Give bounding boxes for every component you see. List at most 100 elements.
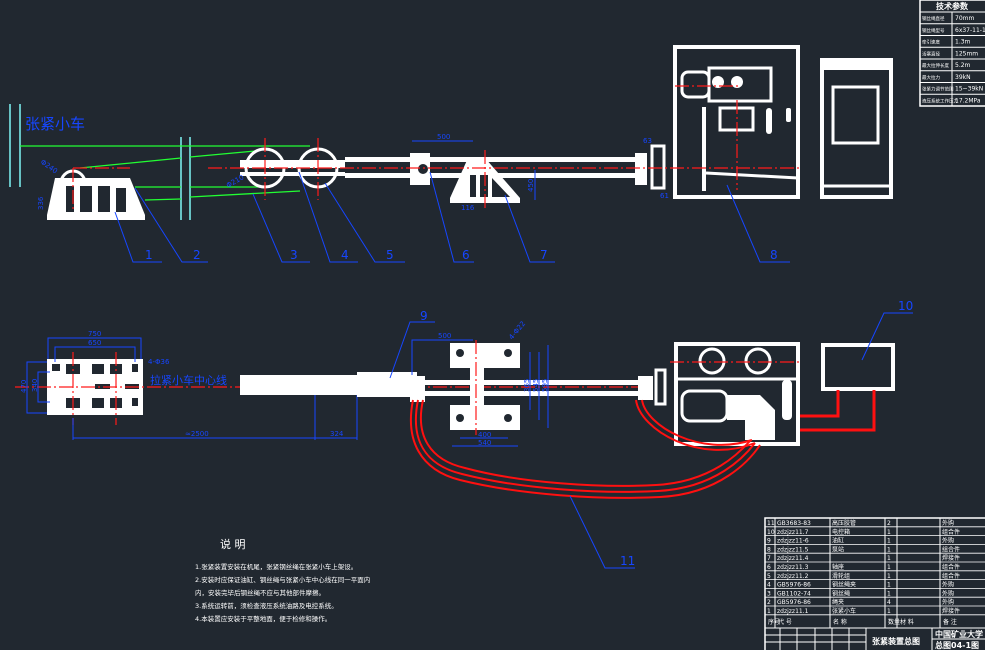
parts-cell: 张紧小车 xyxy=(832,607,856,615)
hydraulic-hoses xyxy=(409,390,876,499)
svg-text:470: 470 xyxy=(20,380,28,393)
svg-text:4: 4 xyxy=(341,248,349,262)
spec-label: 张紧力调节范围 xyxy=(922,86,954,93)
spec-table-title: 技术参数 xyxy=(936,1,969,11)
spec-label: 钢丝绳直径 xyxy=(922,15,945,22)
svg-text:7: 7 xyxy=(540,248,548,262)
parts-header: 序号代 号名 称数量材 料备 注 xyxy=(768,618,957,626)
parts-cell: 11 xyxy=(767,520,775,527)
parts-cell: 3 xyxy=(767,590,771,597)
electric-box-plan xyxy=(821,343,895,391)
parts-cell: 外购 xyxy=(942,519,954,527)
parts-cell: 焊接件 xyxy=(942,607,960,615)
spec-value: 39kN xyxy=(955,74,971,81)
svg-text:1: 1 xyxy=(145,248,153,262)
parts-cell: 9 xyxy=(767,538,771,545)
view-title: 张紧小车 xyxy=(25,115,85,133)
parts-cell: GB5976-86 xyxy=(777,599,811,606)
svg-text:61: 61 xyxy=(660,192,669,200)
svg-text:340: 340 xyxy=(31,379,39,392)
parts-header-cell: 材 料 xyxy=(900,618,914,626)
parts-cell: 焊接件 xyxy=(942,554,960,562)
parts-cell: zdzjzz11.5 xyxy=(777,546,809,553)
svg-text:2: 2 xyxy=(193,248,201,262)
parts-cell: GB1102-74 xyxy=(777,590,811,597)
svg-text:116: 116 xyxy=(461,204,475,212)
parts-cell: 1 xyxy=(887,546,891,553)
parts-cell: zdzjzz11.7 xyxy=(777,529,809,536)
svg-text:8: 8 xyxy=(770,248,778,262)
parts-header-cell: 代 号 xyxy=(778,618,792,626)
notes-title: 说 明 xyxy=(220,537,246,551)
parts-header-cell: 序号 xyxy=(768,618,780,626)
parts-cell: 1 xyxy=(887,529,891,536)
parts-cell: 高压胶管 xyxy=(832,519,856,527)
parts-cell: 外购 xyxy=(942,598,954,606)
svg-text:450: 450 xyxy=(527,179,535,192)
parts-cell: 4 xyxy=(887,599,891,606)
svg-text:324: 324 xyxy=(330,430,344,438)
note-line: 4.本装置应安装于平整地面，便于检修和操作。 xyxy=(195,614,331,623)
svg-text:750: 750 xyxy=(88,330,101,338)
spec-value: 1.3m xyxy=(955,39,971,46)
callout-leaders-bottom: 9 10 11 xyxy=(389,299,913,569)
spec-label: 液压系统工作压力 xyxy=(922,97,958,104)
centerline-label: 拉紧小车中心线 xyxy=(150,373,227,387)
parts-cell: 滑轮组 xyxy=(832,572,850,580)
parts-header-cell: 数量 xyxy=(888,618,900,626)
svg-text:63: 63 xyxy=(643,137,652,145)
spec-label: 活塞直径 xyxy=(922,50,940,57)
parts-cell: zdzjzz11.1 xyxy=(777,608,809,615)
note-line: 内，安装完毕后钢丝绳不应与其他部件摩擦。 xyxy=(195,588,325,597)
svg-text:4-Φ36: 4-Φ36 xyxy=(148,358,170,366)
spec-value: 15~39kN xyxy=(955,86,983,93)
svg-text:9: 9 xyxy=(420,309,428,323)
drawing-name: 张紧装置总图 xyxy=(872,636,920,646)
svg-text:595: 595 xyxy=(541,379,549,392)
svg-text:365: 365 xyxy=(523,379,531,392)
plan-view: 拉紧小车中心线 750 650 4-Φ36 470 340 ≈2500 324 xyxy=(15,299,913,569)
svg-text:336: 336 xyxy=(37,196,45,210)
svg-text:500: 500 xyxy=(438,332,451,340)
parts-cell: 绳夹 xyxy=(832,598,844,606)
electric-cabinet xyxy=(820,58,893,199)
svg-text:≈2500: ≈2500 xyxy=(185,430,209,438)
svg-text:545: 545 xyxy=(532,379,540,392)
parts-cell: 1 xyxy=(887,573,891,580)
svg-text:Φ240: Φ240 xyxy=(39,158,59,175)
spec-label: 最大拉力 xyxy=(922,74,940,81)
svg-text:400: 400 xyxy=(478,431,491,439)
svg-text:500: 500 xyxy=(437,133,450,141)
spec-value: 17.2MPa xyxy=(955,97,981,104)
parts-cell: 油缸 xyxy=(832,537,844,545)
parts-cell: 外购 xyxy=(942,581,954,589)
svg-text:4-Φ22: 4-Φ22 xyxy=(507,320,527,342)
parts-cell: 1 xyxy=(887,590,891,597)
parts-cell: 7 xyxy=(767,555,771,562)
parts-cell: zdzjzz11.2 xyxy=(777,573,809,580)
dimensions-bracket: 500 4-Φ22 365 545 595 400 540 xyxy=(411,320,549,447)
parts-cell: 8 xyxy=(767,546,771,553)
parts-cell: 1 xyxy=(887,582,891,589)
parts-cell: GB3683-83 xyxy=(777,520,811,527)
bracket-plan xyxy=(450,340,520,435)
parts-cell: 4 xyxy=(767,582,771,589)
spec-row: 最大拉力 39kN xyxy=(920,74,985,83)
note-line: 2.安装时应保证油缸、钢丝绳与张紧小车中心线在同一平面内 xyxy=(195,575,370,584)
parts-cell: 1 xyxy=(887,608,891,615)
svg-text:5: 5 xyxy=(386,248,394,262)
